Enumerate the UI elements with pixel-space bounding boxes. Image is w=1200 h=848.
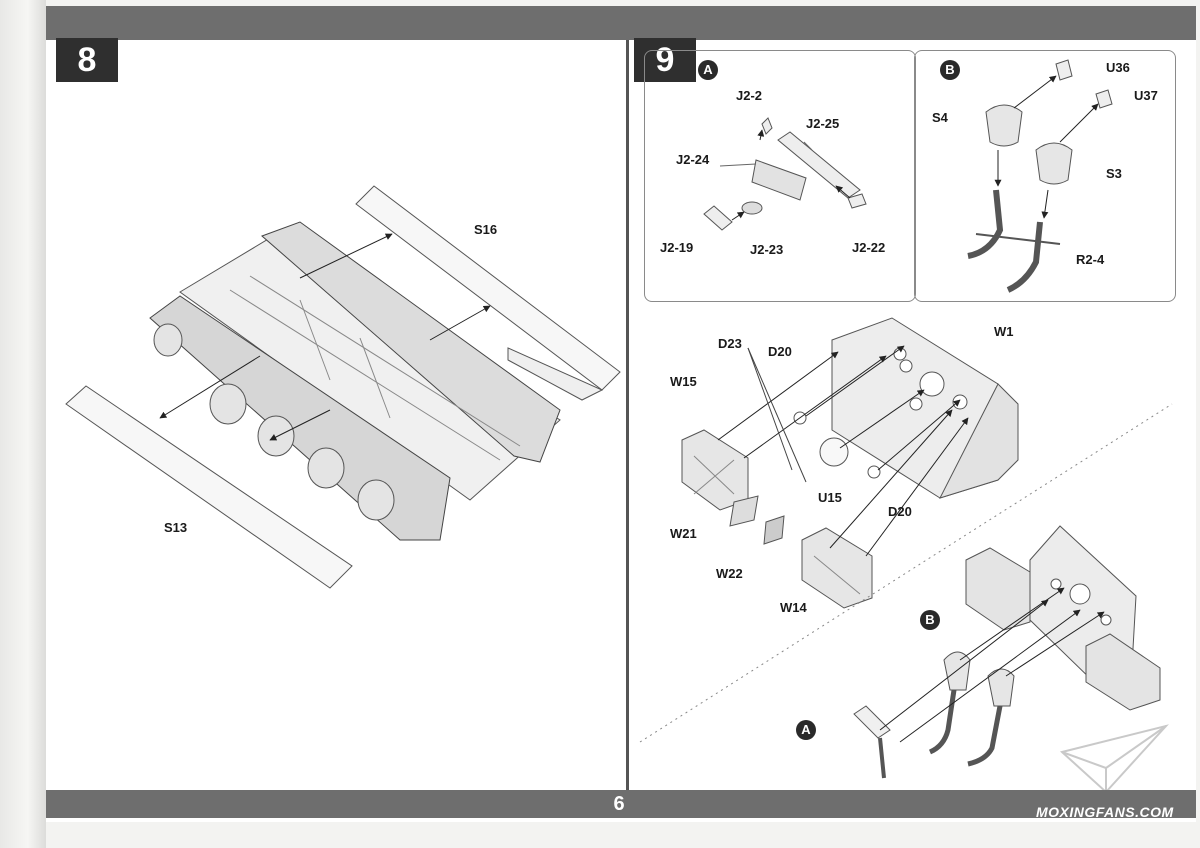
part-label-j2-19: J2-19 (660, 240, 694, 255)
part-label-w15: W15 (670, 374, 697, 389)
part-label-s3: S3 (1106, 166, 1122, 181)
part-label-r2-4: R2-4 (1076, 252, 1105, 267)
subassembly-a-marker: A (698, 60, 718, 80)
step9-panel-b (914, 50, 1176, 302)
step9-final-illustration (853, 525, 1161, 779)
part-label-s13: S13 (164, 520, 188, 535)
step8-illustration (65, 185, 621, 589)
part-label-d20-bottom: D20 (888, 504, 912, 519)
part-label-j2-24: J2-24 (676, 152, 710, 167)
part-label-u36: U36 (1106, 60, 1130, 75)
part-label-w1: W1 (994, 324, 1014, 339)
page-number: 6 (613, 793, 625, 815)
page-binding-edge (0, 0, 46, 848)
step9-subassembly-b-illustration (967, 59, 1113, 293)
part-label-u15: U15 (818, 490, 842, 505)
final-marker-a: A (796, 720, 816, 740)
page-divider (626, 40, 629, 790)
part-label-u37: U37 (1134, 88, 1158, 103)
part-label-j2-22: J2-22 (852, 240, 886, 255)
header-bar (46, 6, 1196, 40)
final-marker-b: B (920, 610, 940, 630)
part-label-d23: D23 (718, 336, 742, 351)
part-label-j2-25: J2-25 (806, 116, 840, 131)
part-label-j2-23: J2-23 (750, 242, 784, 257)
part-label-w22: W22 (716, 566, 743, 581)
part-label-d20-top: D20 (768, 344, 792, 359)
part-label-s16: S16 (474, 222, 498, 237)
watermark-text: MOXINGFANS.COM (1036, 804, 1174, 820)
part-label-j2-2: J2-2 (736, 88, 763, 103)
step-8-number: 8 (56, 38, 118, 82)
step9-main-illustration (681, 317, 1019, 609)
footer-bar (46, 790, 1196, 818)
part-label-s4: S4 (932, 110, 948, 125)
step9-subassembly-a-illustration (703, 117, 867, 231)
plane-logo-icon (1059, 724, 1169, 794)
subassembly-b-marker: B (940, 60, 960, 80)
part-label-w21: W21 (670, 526, 697, 541)
step9-panel-a (644, 50, 916, 302)
part-label-w14: W14 (780, 600, 807, 615)
